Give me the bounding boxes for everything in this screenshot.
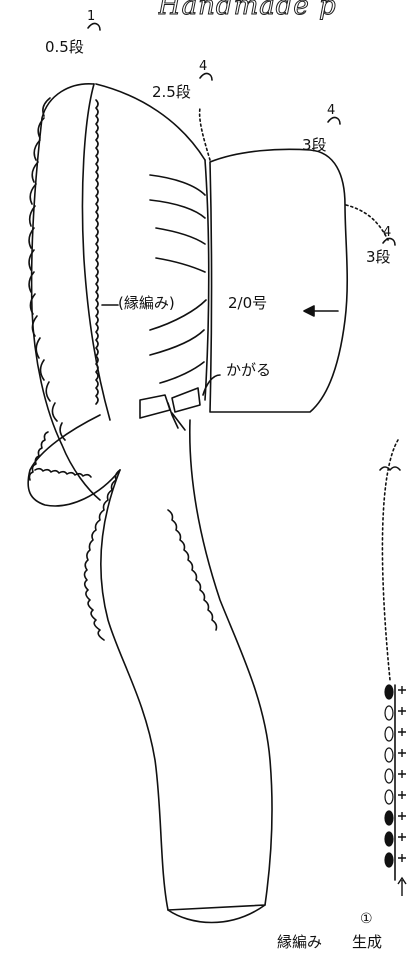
chart-stitch-oval <box>384 684 394 700</box>
hook-size-label: 2/0号 <box>228 294 268 312</box>
strap-left-edge <box>100 469 169 911</box>
brim-back-outline <box>204 159 210 401</box>
chart-stitch-oval <box>384 747 394 763</box>
chart-stitch-oval <box>384 768 394 784</box>
chart-chain-loop <box>381 439 399 681</box>
watermark: Handmade p <box>158 0 337 22</box>
chart-stitch-oval <box>384 726 394 742</box>
bow <box>139 387 201 431</box>
crown-rows-label: 3段 <box>302 136 327 154</box>
lower-brim-picot <box>28 431 92 481</box>
chart-stitch-oval <box>384 705 394 721</box>
lower-brim-flap <box>27 414 121 507</box>
sew-leader <box>202 374 221 396</box>
side-rows-number: 4 <box>383 225 392 240</box>
edging-label: (縁編み) <box>118 294 175 312</box>
brim-scalloped-edge <box>30 83 101 501</box>
chart-start-label: 生成 <box>352 933 383 951</box>
sew-label: かがる <box>226 361 272 379</box>
strap-picot-left <box>83 469 121 641</box>
chart-stitch-oval <box>384 789 394 805</box>
arc-brim <box>199 72 213 81</box>
arc-crown <box>327 116 341 125</box>
brim-rows-number: 4 <box>199 59 208 74</box>
dotted-guide <box>345 204 389 241</box>
crown-panel <box>209 148 349 413</box>
brim-scallops <box>28 97 66 441</box>
side-rows-label: 3段 <box>366 248 391 266</box>
brim-rows-label: 2.5段 <box>152 83 191 101</box>
brim-inner-line <box>81 83 111 421</box>
chart-start-number: ① <box>360 911 373 927</box>
top-rows-label: 0.5段 <box>45 38 84 56</box>
arc-top <box>87 22 101 31</box>
chart-stitch-oval <box>384 831 394 847</box>
chart-dotted-top <box>379 466 401 471</box>
chart-stitch-oval <box>384 810 394 826</box>
strap-right-edge <box>188 419 273 906</box>
chart-sc-crosses <box>398 686 406 862</box>
bottom-edging-label: 縁編み <box>277 933 323 951</box>
strap-picot-right <box>167 509 218 631</box>
chart-stitch-oval <box>384 852 394 868</box>
crown-rows-number: 4 <box>327 103 336 118</box>
hook-arrowhead <box>303 305 315 317</box>
top-rows-number: 1 <box>87 9 96 24</box>
arc-side <box>382 237 396 246</box>
dotted-guide-2 <box>198 107 211 161</box>
gather-lines <box>149 174 207 384</box>
brim-top-outline <box>95 83 206 161</box>
picot-trim <box>95 99 99 405</box>
chart-start-arrow <box>397 876 407 896</box>
strap-end <box>167 904 266 924</box>
